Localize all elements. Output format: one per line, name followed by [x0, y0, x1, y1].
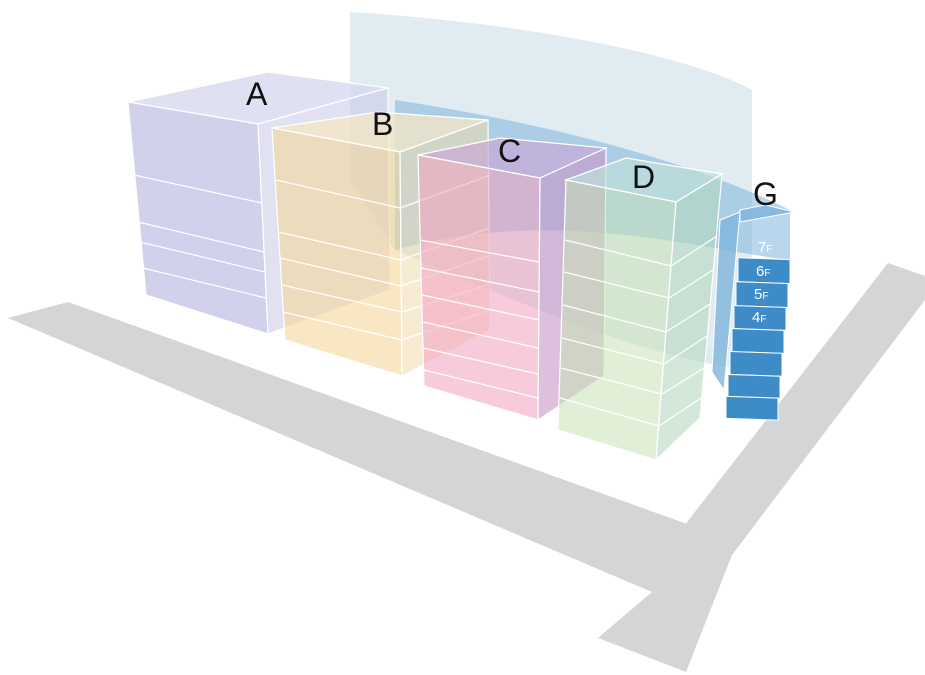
- g-floor-label-7: 7F: [758, 239, 772, 256]
- building-d-front: [557, 179, 677, 461]
- label-building-b: B: [372, 106, 393, 142]
- label-building-c: C: [498, 133, 521, 169]
- label-building-g: G: [753, 176, 778, 212]
- building-d-floors: [559, 235, 718, 427]
- building-g-floor-2: [727, 373, 781, 399]
- building-g-floor-1: [725, 395, 779, 421]
- building-b-front: [271, 127, 403, 377]
- g-floor-label-4: 4F: [752, 309, 766, 326]
- building-c-front: [417, 154, 541, 421]
- building-g-side: [711, 211, 741, 392]
- g-floor-label-5: 5F: [754, 286, 768, 303]
- building-d: [557, 157, 724, 462]
- building-a-front: [127, 101, 269, 335]
- road-branch: [598, 263, 925, 672]
- building-g-floor-4: [731, 328, 785, 354]
- building-a-floors: [133, 174, 267, 299]
- label-building-d: D: [632, 159, 655, 195]
- roads: [8, 263, 925, 672]
- road-main: [8, 302, 690, 592]
- building-c-floors: [419, 239, 540, 399]
- building-g-top: [739, 204, 796, 223]
- label-building-a: A: [246, 76, 268, 112]
- building-g: 7F 6F 5F 4F: [711, 204, 796, 421]
- building-g-floor-3: [729, 350, 783, 377]
- g-floor-label-6: 6F: [756, 263, 770, 280]
